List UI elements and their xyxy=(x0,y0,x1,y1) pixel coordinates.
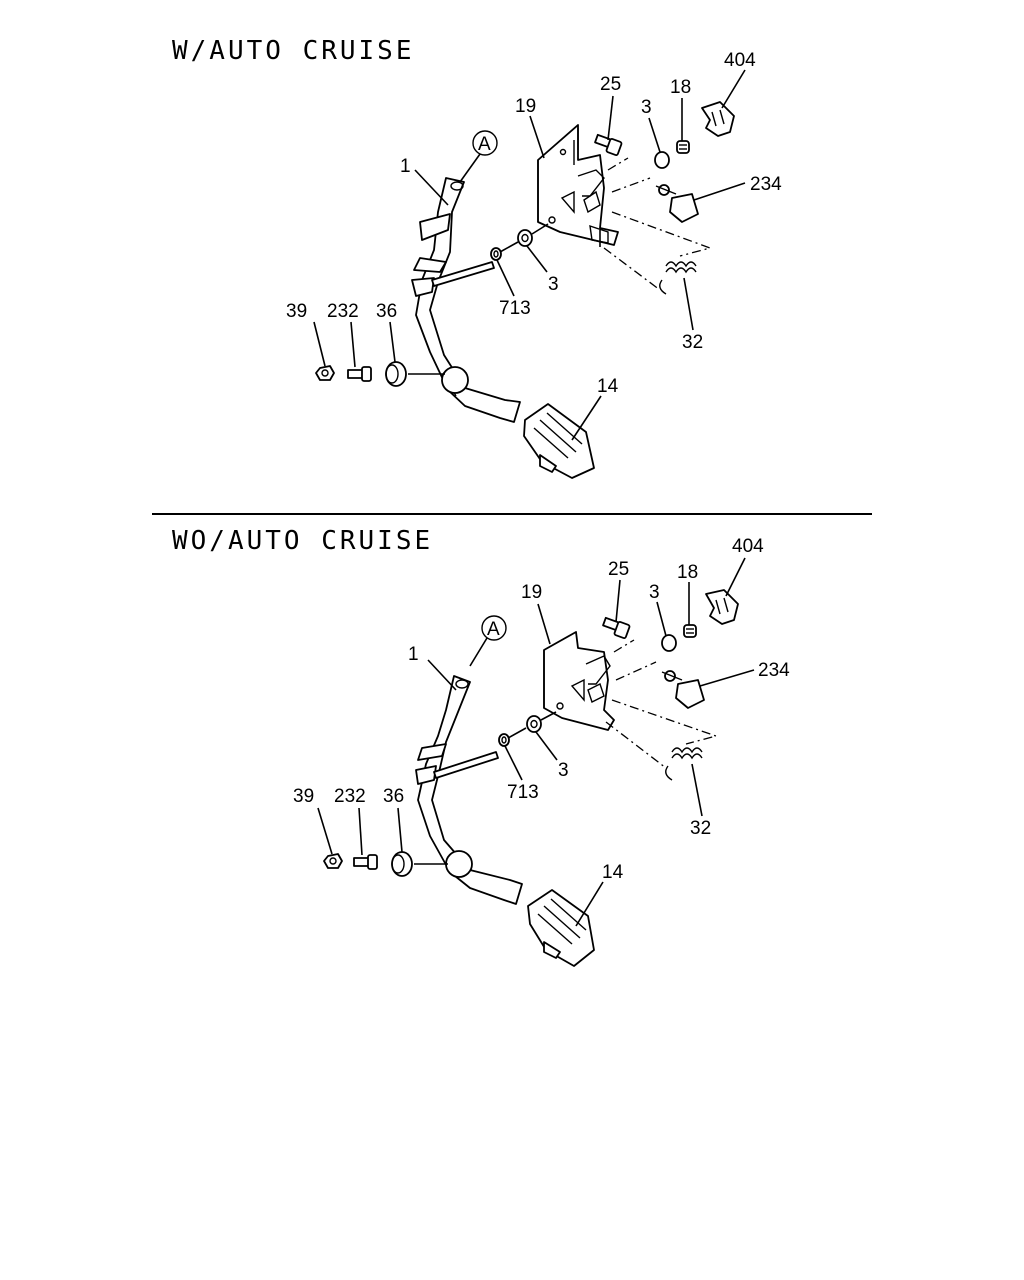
bolt-232 xyxy=(353,854,378,870)
callout-36: 36 xyxy=(376,301,397,322)
callout-a: A xyxy=(487,619,500,640)
section-title-without-cruise: WO/AUTO CRUISE xyxy=(172,526,434,556)
bushing-3-upper xyxy=(654,151,670,169)
bushing-36 xyxy=(391,851,413,877)
callout-3-lower: 3 xyxy=(558,760,569,781)
callout-36: 36 xyxy=(383,786,404,807)
pedal-bracket xyxy=(543,631,615,731)
bushing-3-upper xyxy=(661,634,677,652)
pedal-arm xyxy=(415,675,523,905)
callout-232: 232 xyxy=(327,301,359,322)
callout-713: 713 xyxy=(507,782,539,803)
callout-18: 18 xyxy=(670,77,691,98)
pedal-bracket xyxy=(537,124,619,246)
callout-25: 25 xyxy=(608,559,629,580)
nut-18 xyxy=(676,140,690,154)
pedal-pad xyxy=(527,889,595,967)
reference-circle-a xyxy=(481,615,507,641)
callout-1: 1 xyxy=(400,156,411,177)
bushing-3-lower xyxy=(517,229,533,247)
switch-234 xyxy=(661,670,705,709)
callout-32: 32 xyxy=(682,332,703,353)
nut-39 xyxy=(323,853,343,869)
callout-19: 19 xyxy=(521,582,542,603)
bolt-25 xyxy=(594,133,623,156)
clip-404 xyxy=(701,101,735,137)
callout-19: 19 xyxy=(515,96,536,117)
pedal-pad xyxy=(523,403,595,479)
callout-18: 18 xyxy=(677,562,698,583)
pivot-pin xyxy=(431,261,495,287)
callout-14: 14 xyxy=(602,862,624,883)
reference-circle-a xyxy=(472,130,498,156)
callout-1: 1 xyxy=(408,644,419,665)
callout-39: 39 xyxy=(286,301,307,322)
pedal-arm xyxy=(411,177,521,423)
bolt-25 xyxy=(602,616,631,639)
callout-3-lower: 3 xyxy=(548,274,559,295)
pivot-pin xyxy=(433,751,499,779)
bolt-232 xyxy=(347,366,372,382)
callout-39: 39 xyxy=(293,786,314,807)
clip-404 xyxy=(705,589,739,625)
callout-234: 234 xyxy=(758,660,790,681)
callout-713: 713 xyxy=(499,298,531,319)
diagram-without-cruise: 1 A 19 25 3 18 404 234 713 3 32 39 232 3… xyxy=(293,536,790,967)
callout-404: 404 xyxy=(724,50,756,71)
switch-234 xyxy=(655,184,699,223)
bushing-36 xyxy=(385,361,407,387)
callout-14: 14 xyxy=(597,376,619,397)
bushing-3-lower xyxy=(526,715,542,733)
callout-3-upper: 3 xyxy=(649,582,660,603)
callout-25: 25 xyxy=(600,74,621,95)
washer-713 xyxy=(498,733,510,747)
nut-18 xyxy=(683,624,697,638)
nut-39 xyxy=(315,365,335,381)
spring-32 xyxy=(659,261,697,295)
washer-713 xyxy=(490,247,502,261)
callout-232: 232 xyxy=(334,786,366,807)
diagram-with-cruise: 1 A 19 25 3 18 404 234 713 3 32 39 232 3… xyxy=(286,50,782,479)
section-title-with-cruise: W/AUTO CRUISE xyxy=(172,36,415,66)
callout-a: A xyxy=(478,134,491,155)
callout-404: 404 xyxy=(732,536,764,557)
callout-32: 32 xyxy=(690,818,711,839)
spring-32 xyxy=(665,747,703,781)
callout-234: 234 xyxy=(750,174,782,195)
callout-3-upper: 3 xyxy=(641,97,652,118)
